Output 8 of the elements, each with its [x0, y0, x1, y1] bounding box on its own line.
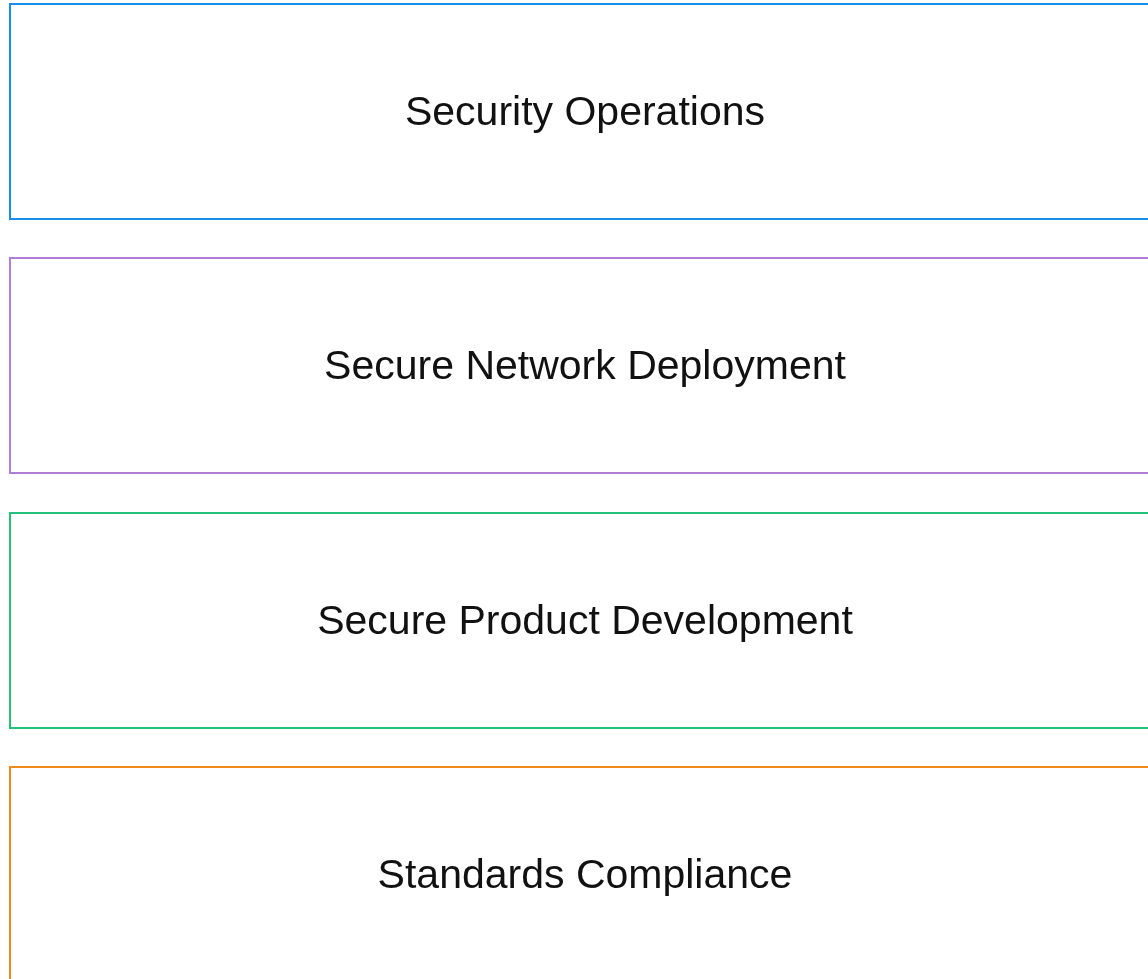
box-title: Secure Network Deployment: [324, 342, 846, 389]
box-title: Standards Compliance: [377, 851, 793, 898]
category-box: [9, 3, 1148, 220]
category-box: [9, 766, 1148, 979]
box-title: Secure Product Development: [317, 597, 853, 644]
category-box: [9, 512, 1148, 729]
box-title: Security Operations: [404, 88, 766, 135]
category-box: [9, 257, 1148, 474]
